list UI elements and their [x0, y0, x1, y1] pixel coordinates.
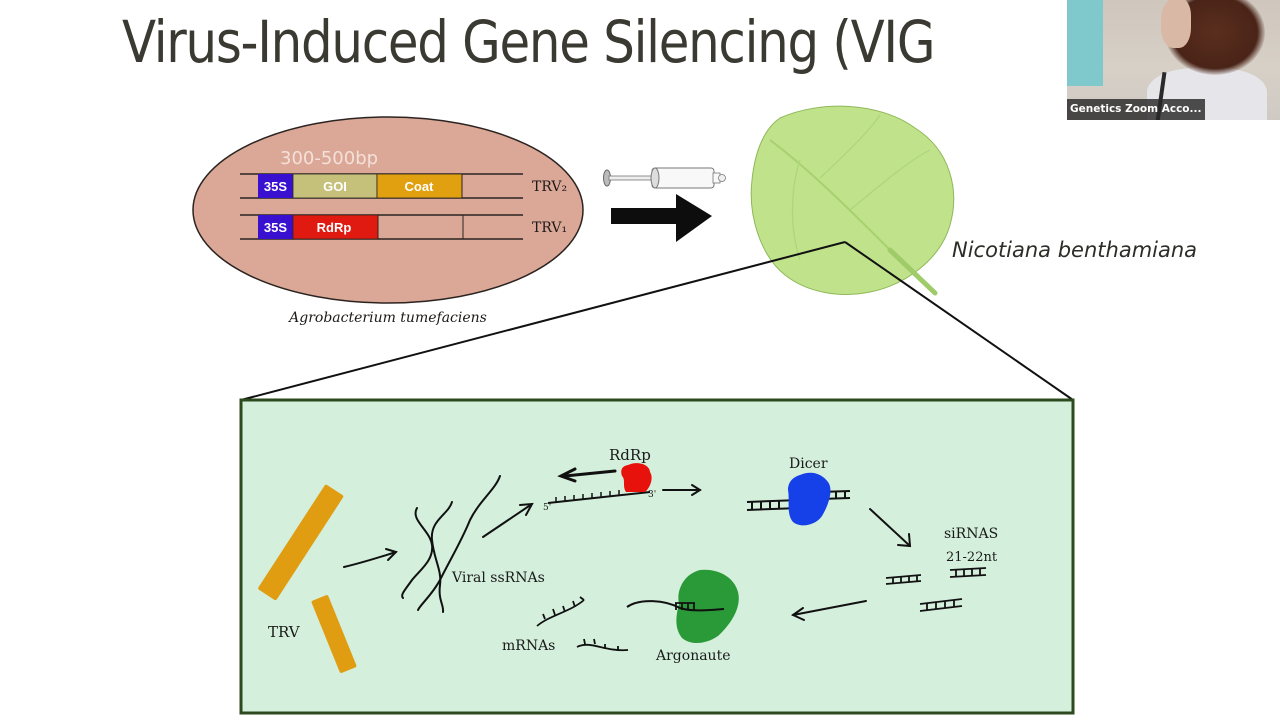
- trv-particles: [258, 484, 357, 673]
- sirna-duplexes: [885, 567, 987, 612]
- trv2-35s-label: 35S: [264, 179, 287, 194]
- dicer-complex: [746, 472, 851, 526]
- trv2-35s-promoter: [258, 174, 293, 198]
- leaf-image: [750, 105, 955, 296]
- mrna-strands: [536, 596, 629, 652]
- dicer-label: Dicer: [789, 456, 828, 472]
- dicer-enzyme: [788, 472, 831, 526]
- video-background: [1067, 0, 1103, 86]
- trv2-construct: 35S GOI Coat TRV₂: [240, 173, 567, 199]
- trv1-label: TRV₁: [532, 220, 567, 236]
- participant-name-label: Genetics Zoom Acco...: [1067, 99, 1206, 120]
- infiltration-arrow-icon: [611, 194, 712, 242]
- trv1-35s-promoter: [258, 215, 293, 239]
- trv1-construct: 35S RdRp TRV₁: [240, 214, 567, 240]
- viral-ssrnas-label: Viral ssRNAs: [451, 570, 545, 586]
- participant-video-tile[interactable]: Genetics Zoom Acco...: [1067, 0, 1280, 120]
- viral-ssrna-strands: [401, 475, 501, 613]
- flow-arrows: [343, 467, 912, 621]
- argonaute-enzyme: [676, 569, 739, 644]
- rdrp-segment-label: RdRp: [317, 220, 352, 235]
- agrobacterium-cell: 300-500bp 35S GOI Coat TRV₂: [192, 116, 584, 304]
- plant-species-label: Nicotiana benthamiana: [952, 238, 1197, 262]
- trv1-rdrp-segment: [292, 214, 379, 240]
- rdrp-template-strand: 5' 3': [543, 463, 656, 513]
- goi-label: GOI: [323, 179, 347, 194]
- trv2-label: TRV₂: [532, 179, 567, 195]
- slide-title: Virus-Induced Gene Silencing (VIG: [122, 8, 935, 76]
- trv-label: TRV: [268, 623, 301, 641]
- mrnas-label: mRNAs: [502, 638, 555, 654]
- five-prime-label: 5': [543, 503, 551, 513]
- strand-ticks: [555, 490, 620, 502]
- three-prime-label: 3': [648, 490, 656, 500]
- trv2-coat-segment: [376, 173, 463, 199]
- sirna-duplex: [919, 598, 963, 612]
- argonaute-label: Argonaute: [655, 648, 730, 664]
- rdrp-label: RdRp: [609, 446, 651, 464]
- coat-label: Coat: [405, 179, 435, 194]
- plant-cell-panel: TRV Viral ssRNA: [239, 398, 1075, 715]
- sirnas-label: siRNAS: [944, 526, 998, 542]
- trv2-goi-segment: [292, 173, 378, 199]
- syringe-icon: [603, 167, 726, 189]
- trv1-35s-label: 35S: [264, 220, 287, 235]
- agrobacterium-ellipse: [192, 116, 584, 304]
- sirnas-length-label: 21-22nt: [946, 550, 998, 565]
- insert-size-label: 300-500bp: [280, 148, 378, 169]
- argonaute-complex: [626, 569, 739, 644]
- rdrp-enzyme: [621, 463, 652, 492]
- zoom-callout-lines: [240, 241, 1074, 401]
- participant-face: [1161, 0, 1191, 48]
- agrobacterium-caption: Agrobacterium tumefaciens: [287, 310, 487, 326]
- sirna-duplex: [885, 574, 922, 585]
- sirna-duplex: [949, 567, 987, 578]
